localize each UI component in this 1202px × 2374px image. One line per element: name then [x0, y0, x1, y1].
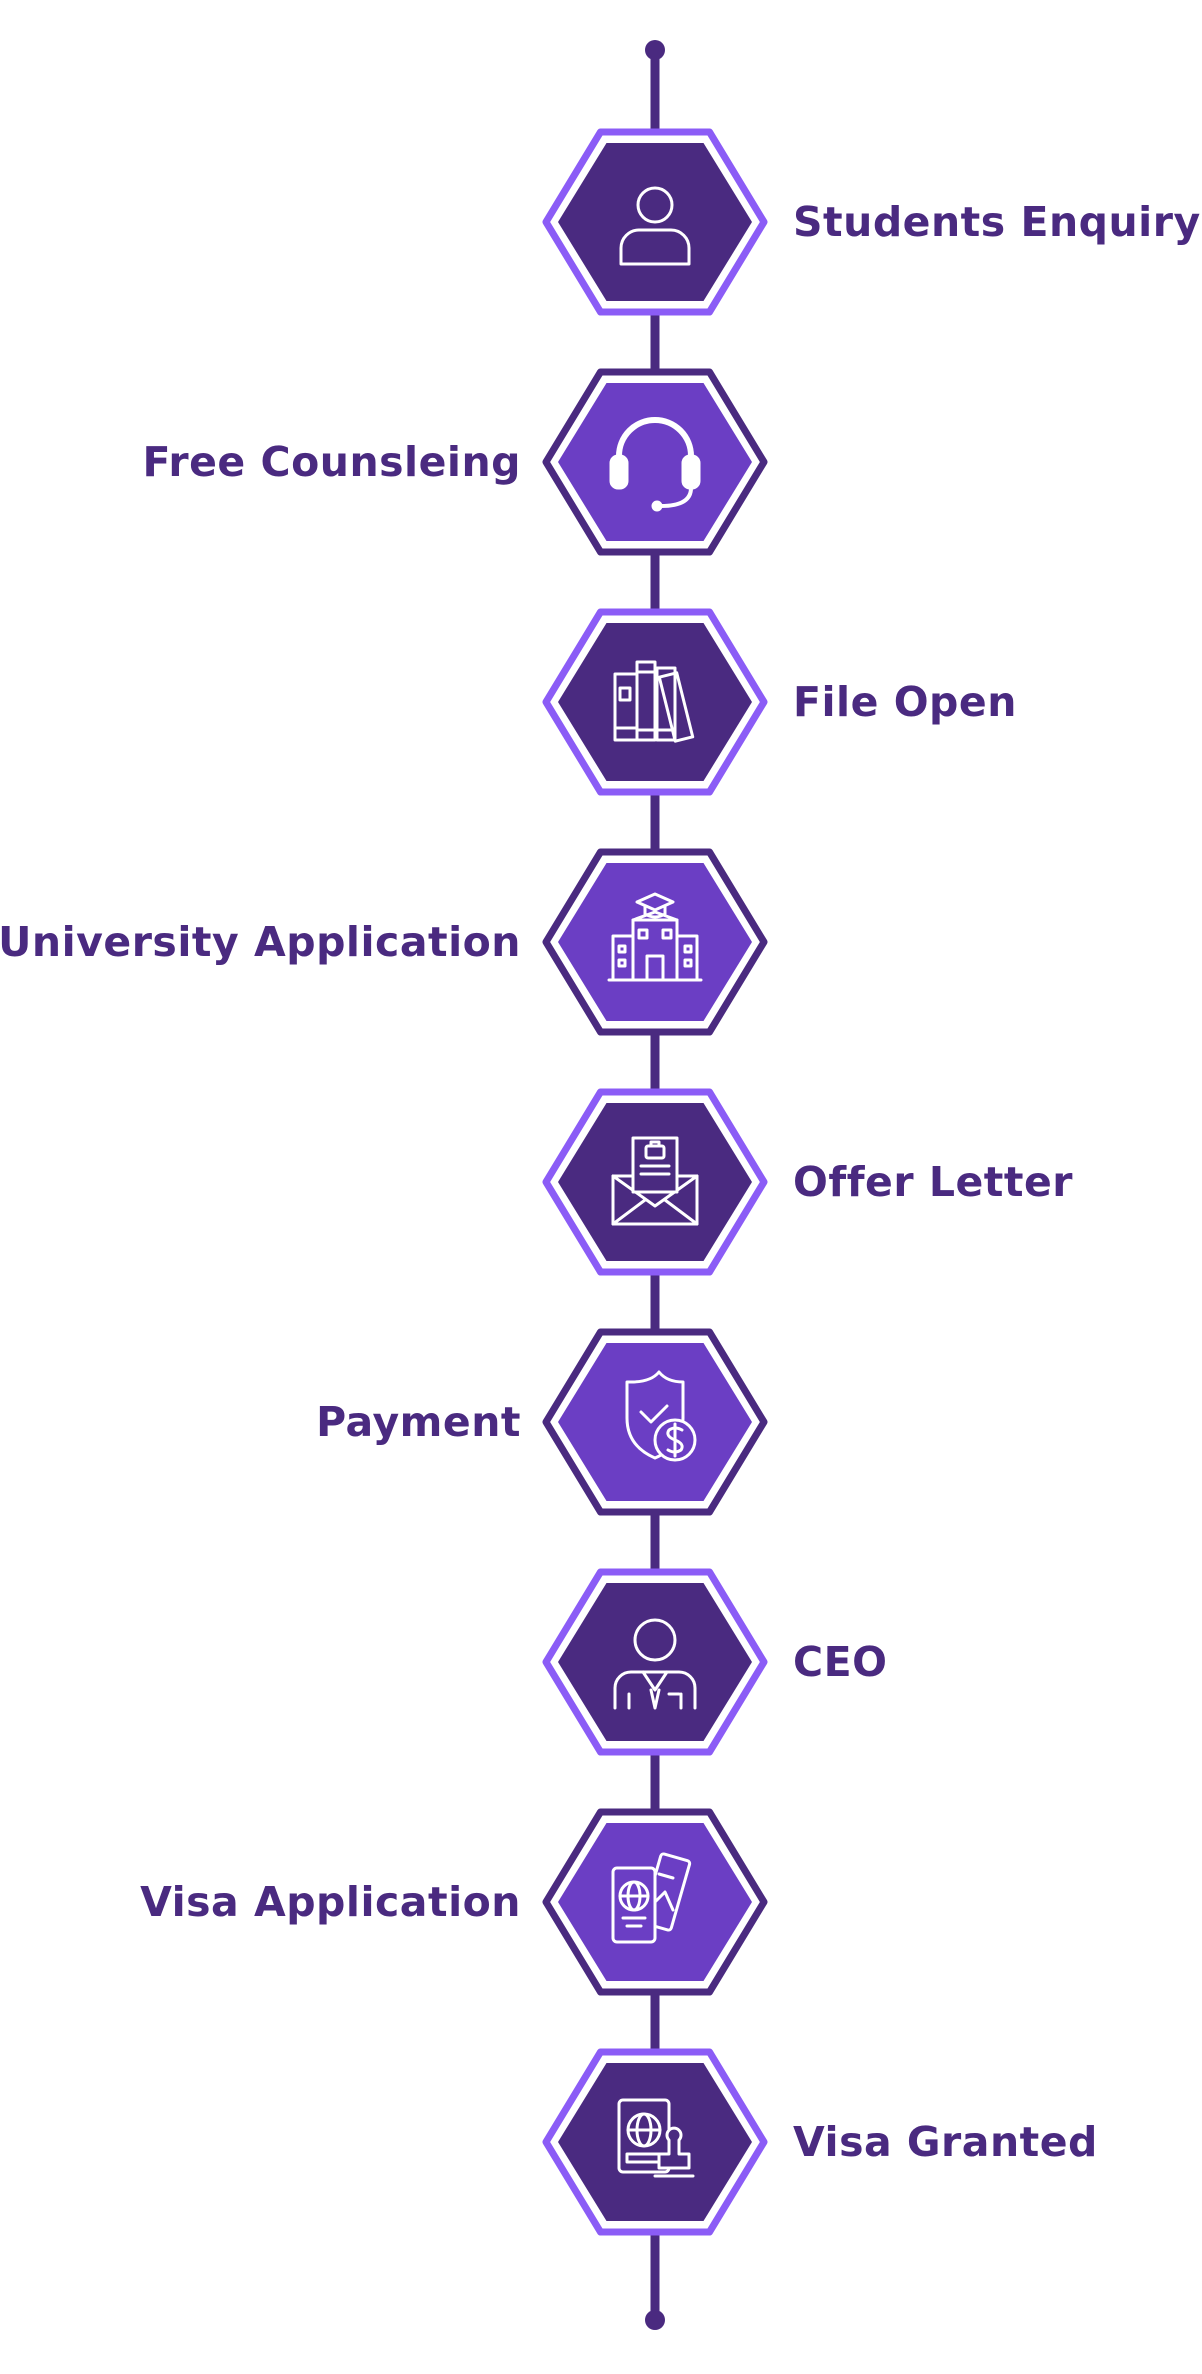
step-label: Students Enquiry	[793, 198, 1201, 246]
step-label: File Open	[793, 678, 1017, 726]
step-hexagon	[558, 863, 752, 1021]
step-node	[542, 368, 768, 556]
passport-stamp-icon	[617, 2098, 695, 2178]
step-node	[542, 848, 768, 1036]
step-node	[542, 1088, 768, 1276]
step-node	[542, 1328, 768, 1516]
timeline-start-dot	[645, 40, 665, 60]
businessman-icon	[613, 1618, 697, 1710]
step-hexagon	[558, 1583, 752, 1741]
step-label: University Application	[0, 918, 521, 966]
timeline-end-dot	[645, 2310, 665, 2330]
step-label: Free Counsleing	[142, 438, 521, 486]
step-label: CEO	[793, 1638, 888, 1686]
step-label: Visa Application	[140, 1878, 521, 1926]
step-hexagon	[558, 1343, 752, 1501]
headset-icon	[609, 417, 701, 512]
shield-dollar-icon	[625, 1370, 697, 1462]
step-node	[542, 128, 768, 316]
step-label: Visa Granted	[793, 2118, 1098, 2166]
step-label: Offer Letter	[793, 1158, 1073, 1206]
user-icon	[619, 186, 691, 266]
step-label: Payment	[316, 1398, 521, 1446]
step-node	[542, 1568, 768, 1756]
step-hexagon	[558, 383, 752, 541]
step-node	[542, 2048, 768, 2236]
university-building-icon	[607, 892, 703, 982]
step-node	[542, 1808, 768, 1996]
envelope-letter-icon	[611, 1136, 699, 1226]
step-node	[542, 608, 768, 796]
passport-ticket-icon	[611, 1852, 692, 1944]
books-icon	[613, 660, 695, 743]
